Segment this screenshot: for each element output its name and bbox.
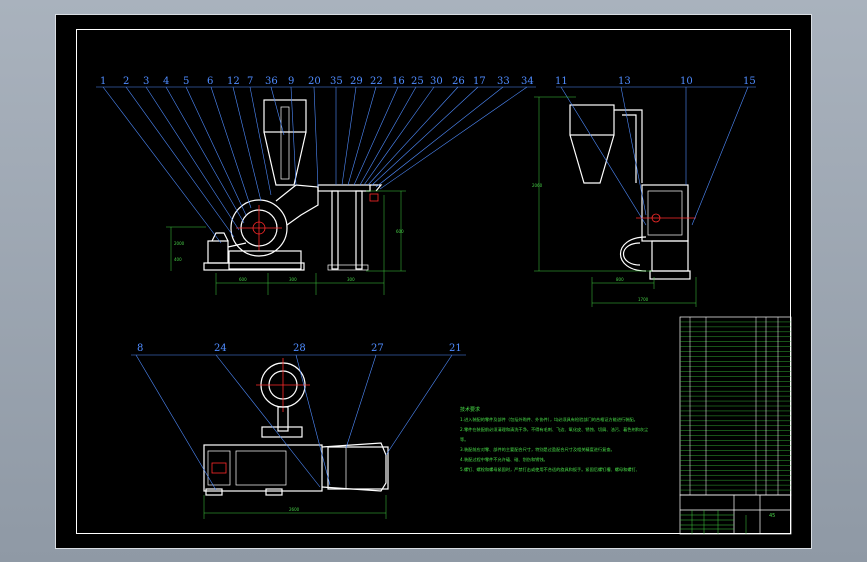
balloon-35: 35 [330,76,343,87]
side-dim-3: 1700 [638,297,649,302]
balloon-21: 21 [449,343,462,354]
side-dimension-lines [534,96,697,307]
balloon-30: 30 [430,76,443,87]
balloon-33: 33 [497,76,510,87]
side-balloon-labels: 11 13 10 15 [555,76,756,87]
front-motor [207,240,229,264]
drawing-border [76,29,791,534]
front-table [317,184,371,192]
balloon-4: 4 [163,76,169,87]
front-dimension-lines [166,190,406,295]
balloon-3: 3 [143,76,149,87]
front-dimension-labels: 600 300 300 2000 400 600 [174,229,404,282]
front-dim-3: 300 [347,277,355,282]
drawing-sheet: 1 2 3 4 5 6 12 7 36 9 20 35 29 22 16 25 … [55,14,812,549]
front-leader-lines [96,86,536,244]
side-view [534,86,756,307]
side-dim-1: 2060 [532,183,543,188]
balloon-29: 29 [350,76,363,87]
front-dim-2: 300 [289,277,297,282]
balloon-17: 17 [473,76,486,87]
balloon-16: 16 [392,76,405,87]
balloon-8: 8 [137,343,143,354]
top-view [131,354,466,519]
balloon-25: 25 [411,76,424,87]
balloon-13: 13 [618,76,631,87]
front-feed-throat [275,184,319,226]
front-dim-5: 400 [174,257,182,262]
side-leader-lines [556,86,756,226]
balloon-26: 26 [452,76,465,87]
side-housing [641,184,689,242]
balloon-20: 20 [308,76,321,87]
balloon-10: 10 [680,76,693,87]
balloon-11: 11 [555,76,568,87]
balloon-27: 27 [371,343,384,354]
front-dim-1: 600 [239,277,247,282]
note-line: 3.装配前应对零、部件的主要配合尺寸，特别是过盈配合尺寸及相关精度进行复查。 [460,446,615,453]
side-cyclone-top [569,104,615,136]
balloon-7: 7 [247,76,253,87]
front-rotor-housing [230,199,288,257]
side-dim-2: 800 [616,277,624,282]
bom-table [679,316,792,496]
balloon-6: 6 [207,76,213,87]
top-dimension-lines [203,495,387,519]
drawing-canvas: 1 2 3 4 5 6 12 7 36 9 20 35 29 22 16 25 … [96,76,792,535]
side-inlet-pipe [623,242,641,266]
drawing-number: 45 [769,513,775,519]
balloon-15: 15 [743,76,756,87]
notes-title: 技术要求 [460,406,480,413]
front-dim-6: 600 [396,229,404,234]
top-conveyor [321,442,387,492]
front-balloon-labels: 1 2 3 4 5 6 12 7 36 9 20 35 29 22 16 25 … [100,76,534,87]
front-base [203,262,305,271]
top-balloon-labels: 8 24 28 27 21 [137,343,462,354]
balloon-34: 34 [521,76,534,87]
front-view [96,86,536,295]
front-cyclone-top [263,99,307,133]
note-line: 5.螺钉、螺栓和螺母紧固时，严禁打击或使用不合适的旋具和扳手。紧固后螺钉槽、螺母… [460,466,640,473]
balloon-24: 24 [214,343,227,354]
balloon-22: 22 [370,76,383,87]
note-line: 1.进入装配的零件及部件（包括外购件、外协件），均必须具有检验部门的合格证方能进… [460,416,638,423]
top-dim-1: 2600 [289,507,300,512]
note-line: 4.装配过程中零件不允许磕、碰、划伤和锈蚀。 [460,456,548,463]
technical-notes: 技术要求 1.进入装配的零件及部件（包括外购件、外协件），均必须具有检验部门的合… [460,406,648,473]
balloon-2: 2 [123,76,129,87]
note-line: 2.零件在装配前必须清理和清洗干净，不得有毛刺、飞边、氧化皮、锈蚀、切屑、油污、… [460,426,648,433]
front-dim-4: 2000 [174,241,185,246]
balloon-12: 12 [227,76,240,87]
title-block [679,494,792,535]
top-leader-lines [131,354,466,491]
balloon-28: 28 [293,343,306,354]
note-line: 等。 [460,436,468,442]
balloon-1: 1 [100,76,106,87]
balloon-5: 5 [183,76,189,87]
front-cyclone-cone [263,131,307,186]
side-dimension-labels: 2060 800 1700 [532,183,649,302]
balloon-9: 9 [288,76,294,87]
balloon-36: 36 [265,76,278,87]
top-body [203,444,323,492]
